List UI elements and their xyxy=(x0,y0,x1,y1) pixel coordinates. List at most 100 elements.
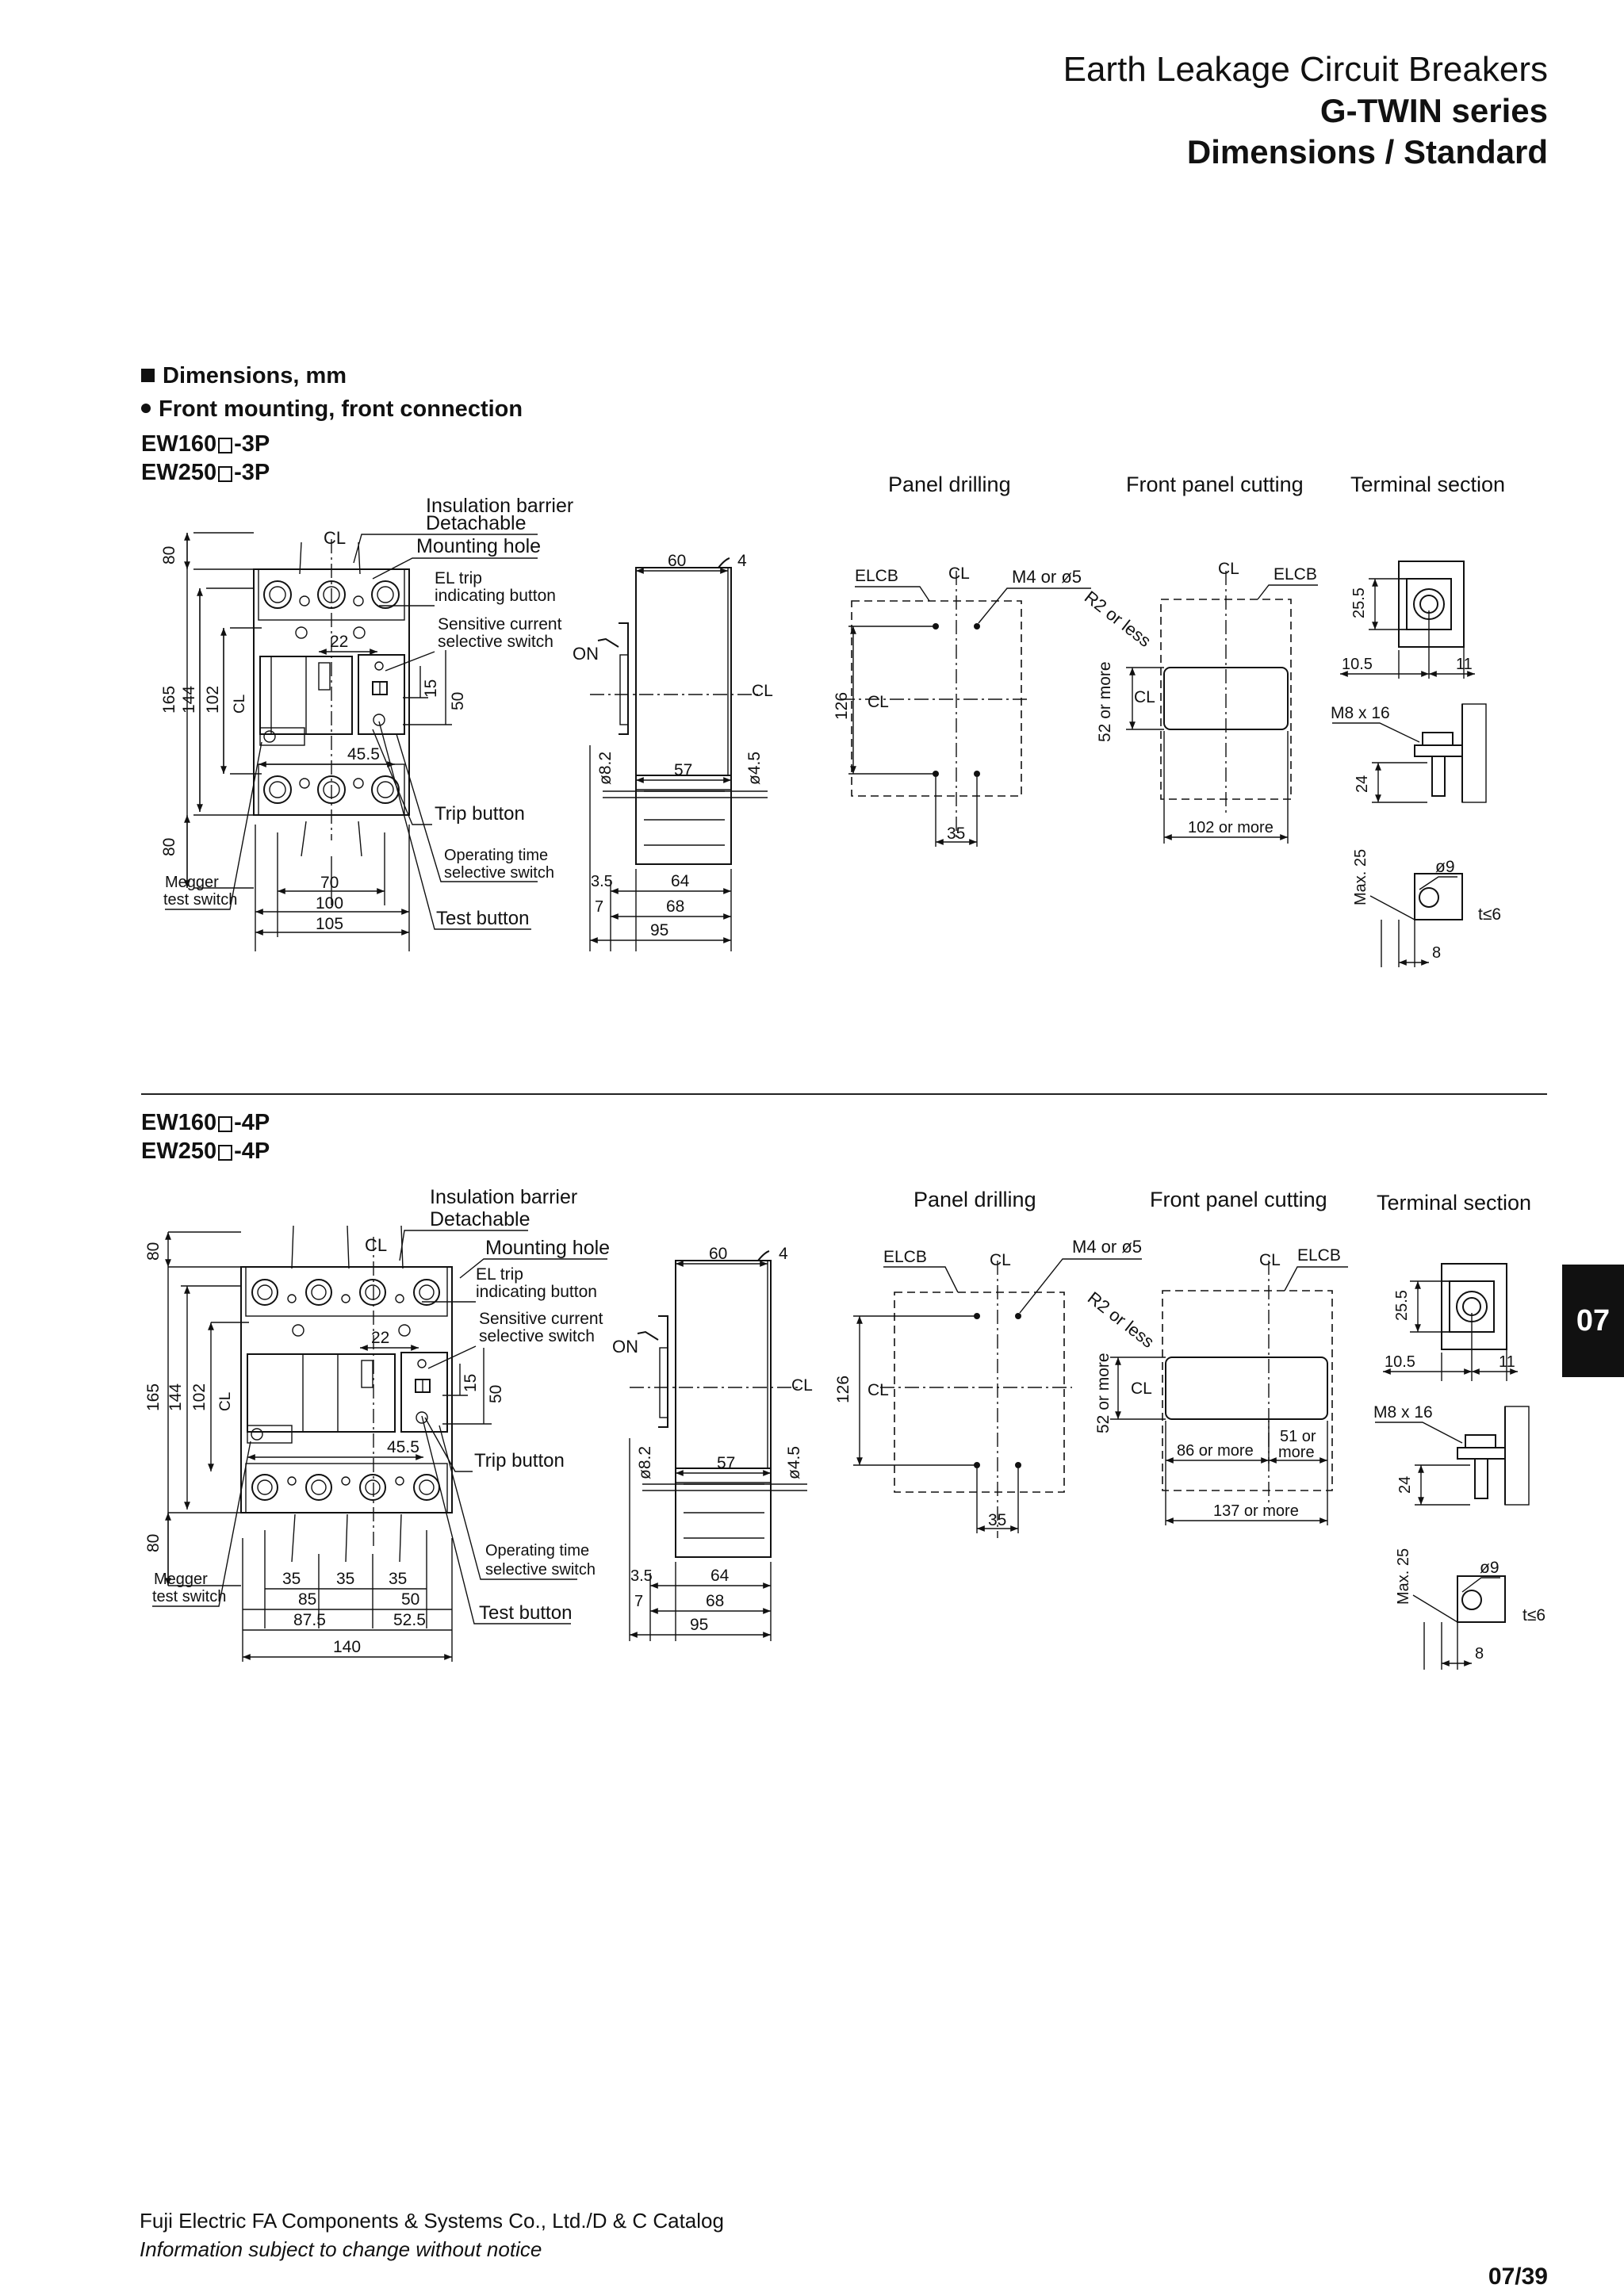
square-bullet-icon xyxy=(141,369,155,382)
dim-50: 50 xyxy=(449,692,467,710)
dim-max-25: Max. 25 xyxy=(1352,849,1369,905)
dim-3-5: 3.5 xyxy=(630,1567,653,1585)
section-divider xyxy=(141,1093,1547,1095)
cl-marker: CL xyxy=(217,1392,234,1411)
cl-marker: CL xyxy=(1259,1251,1281,1269)
label-detachable: Detachable xyxy=(430,1208,530,1230)
dim-144: 144 xyxy=(180,686,198,714)
dim-102: 102 xyxy=(204,686,222,714)
cl-marker: CL xyxy=(1134,688,1155,706)
header-title: Earth Leakage Circuit Breakers xyxy=(1063,50,1548,89)
dim-80-top: 80 xyxy=(144,1242,163,1261)
label-sensitive-current: Sensitive current xyxy=(479,1310,603,1328)
dim-140: 140 xyxy=(333,1638,361,1656)
dim-105: 105 xyxy=(316,915,343,933)
label-mounting-hole: Mounting hole xyxy=(416,535,541,557)
dim-64: 64 xyxy=(710,1567,730,1585)
label-insulation-barrier: Insulation barrier xyxy=(426,495,573,517)
cl-marker: CL xyxy=(365,1235,387,1255)
dim-7: 7 xyxy=(634,1593,643,1610)
chapter-tab: 07 xyxy=(1562,1265,1624,1377)
header-series: G-TWIN series xyxy=(1320,92,1548,129)
dim-137-or-more: 137 or more xyxy=(1213,1502,1299,1520)
dim-3-5: 3.5 xyxy=(591,873,613,890)
label-operating-switch: selective switch xyxy=(444,864,554,882)
dim-22: 22 xyxy=(371,1329,389,1347)
dim-80-top: 80 xyxy=(160,546,178,564)
label-m8: M8 x 16 xyxy=(1331,704,1390,722)
box-placeholder-icon xyxy=(218,1145,233,1161)
dim-144: 144 xyxy=(167,1383,185,1411)
label-m4: M4 or ø5 xyxy=(1072,1237,1142,1257)
dim-45-5: 45.5 xyxy=(387,1438,419,1456)
dim-60: 60 xyxy=(709,1245,727,1263)
dim-24: 24 xyxy=(1396,1476,1414,1494)
label-test-button: Test button xyxy=(479,1602,572,1624)
view-title-terminal-section: Terminal section xyxy=(1377,1191,1531,1215)
dim-126: 126 xyxy=(833,692,851,720)
dim-64: 64 xyxy=(671,872,690,890)
dim-15: 15 xyxy=(422,679,440,698)
dim-max-25: Max. 25 xyxy=(1395,1548,1412,1605)
drawing-3p: Panel drilling Front panel cutting Termi… xyxy=(160,473,1505,967)
label-m4: M4 or ø5 xyxy=(1012,567,1082,587)
view-title-panel-drilling: Panel drilling xyxy=(888,473,1011,496)
cl-marker: CL xyxy=(752,682,773,700)
label-on: ON xyxy=(612,1337,638,1357)
cl-marker: CL xyxy=(324,528,346,548)
cl-marker: CL xyxy=(948,564,970,583)
label-megger-switch: test switch xyxy=(152,1588,226,1605)
dim-22: 22 xyxy=(330,633,348,651)
dim-86-or-more: 86 or more xyxy=(1177,1442,1254,1460)
view-title-terminal-section: Terminal section xyxy=(1350,473,1505,496)
dim-7: 7 xyxy=(595,898,603,916)
dim-dia-8-2: ø8.2 xyxy=(636,1446,654,1479)
dim-25-5: 25.5 xyxy=(1350,587,1368,618)
page-number: 07/39 xyxy=(1488,2263,1548,2290)
model-title-4p: EW160-4P EW250-4P xyxy=(141,1110,270,1164)
dim-68: 68 xyxy=(706,1592,724,1610)
dim-80-bottom: 80 xyxy=(160,838,178,856)
label-t6: t≤6 xyxy=(1522,1606,1545,1624)
dim-80-bottom: 80 xyxy=(144,1534,163,1552)
dim-52-5: 52.5 xyxy=(393,1611,426,1629)
label-insulation-barrier: Insulation barrier xyxy=(430,1186,577,1208)
cl-marker: CL xyxy=(990,1251,1011,1269)
page-header: Earth Leakage Circuit Breakers G-TWIN se… xyxy=(1063,49,1548,173)
label-sensitive-switch: selective switch xyxy=(438,633,553,651)
dim-dia-4-5: ø4.5 xyxy=(745,752,764,785)
label-indicating-button: indicating button xyxy=(476,1283,597,1301)
box-placeholder-icon xyxy=(218,438,233,453)
dim-60: 60 xyxy=(668,552,686,570)
dim-10-5: 10.5 xyxy=(1385,1353,1415,1371)
dim-dia-4-5: ø4.5 xyxy=(785,1446,803,1479)
dim-dia-9: ø9 xyxy=(1480,1559,1500,1577)
dot-bullet-icon xyxy=(141,404,151,413)
label-detachable: Detachable xyxy=(426,512,526,534)
dim-50: 50 xyxy=(487,1385,505,1403)
label-trip-button: Trip button xyxy=(474,1450,565,1471)
dimensions-heading: Dimensions, mm xyxy=(141,363,347,389)
view-title-front-panel-cutting: Front panel cutting xyxy=(1150,1188,1327,1211)
dim-35-c: 35 xyxy=(389,1570,407,1588)
label-operating-switch: selective switch xyxy=(485,1561,596,1578)
box-placeholder-icon xyxy=(218,1116,233,1132)
view-title-panel-drilling: Panel drilling xyxy=(914,1188,1036,1211)
dim-8: 8 xyxy=(1432,944,1441,962)
dim-165: 165 xyxy=(160,686,178,714)
drawing-4p: Panel drilling Front panel cutting Termi… xyxy=(144,1186,1545,1670)
label-on: ON xyxy=(573,644,599,664)
dim-102: 102 xyxy=(190,1383,209,1411)
dim-35-b: 35 xyxy=(336,1570,354,1588)
dim-35-a: 35 xyxy=(282,1570,301,1588)
dim-35: 35 xyxy=(947,825,965,843)
label-elcb: ELCB xyxy=(1274,565,1317,584)
label-elcb: ELCB xyxy=(883,1248,927,1266)
dim-57: 57 xyxy=(717,1454,735,1472)
label-el-trip: EL trip xyxy=(476,1265,523,1284)
dim-15: 15 xyxy=(462,1374,480,1392)
model-title-3p: EW160-3P EW250-3P xyxy=(141,431,270,485)
label-sensitive-switch: selective switch xyxy=(479,1327,595,1345)
dim-24: 24 xyxy=(1354,775,1371,793)
